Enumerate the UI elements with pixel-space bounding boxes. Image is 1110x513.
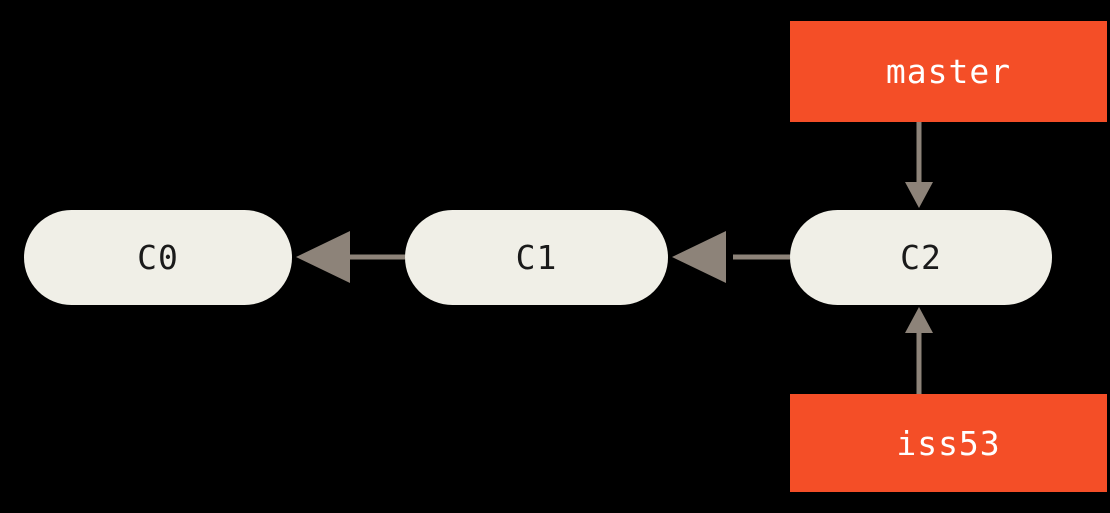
arrow-c1-to-c0: [296, 231, 405, 283]
arrow-c1-to-c0-head: [296, 231, 350, 283]
commit-label-c0: C0: [137, 238, 179, 277]
branch-box-master[interactable]: master: [790, 21, 1107, 122]
commit-node-c1[interactable]: C1: [405, 210, 668, 305]
commit-node-c0[interactable]: C0: [24, 210, 292, 305]
arrow-master-to-c2-head: [905, 182, 933, 208]
arrow-master-to-c2: [905, 122, 933, 208]
commit-node-c2[interactable]: C2: [790, 210, 1052, 305]
arrow-iss53-to-c2: [905, 307, 933, 394]
commit-label-c1: C1: [515, 238, 558, 277]
commit-label-c2: C2: [900, 238, 942, 277]
arrow-iss53-to-c2-head: [905, 307, 933, 333]
arrow-c2-to-c1: [672, 231, 790, 283]
arrow-c2-to-c1-head: [672, 231, 726, 283]
branch-box-iss53[interactable]: iss53: [790, 394, 1107, 492]
branch-label-master: master: [885, 52, 1012, 91]
branch-label-iss53: iss53: [896, 423, 1001, 463]
